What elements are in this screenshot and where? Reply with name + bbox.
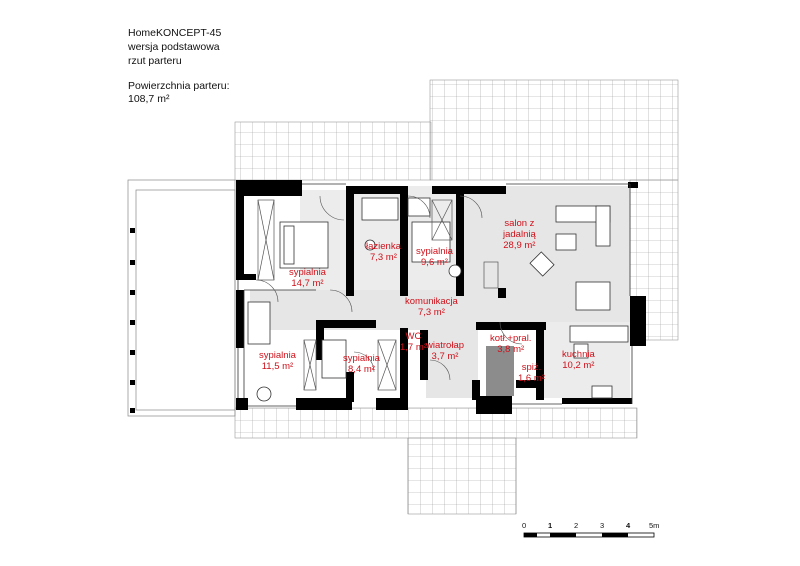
room-name: sypialnia: [289, 267, 326, 278]
room-name: wiatrołap: [426, 340, 465, 351]
scale-tick-4: 4: [626, 521, 631, 530]
plan-subtitle: wersja podstawowa: [128, 41, 220, 53]
room-bedroom-2: sypialnia 9,6 m²: [416, 246, 453, 268]
room-area: 14,7 m²: [291, 278, 324, 289]
room-area: 11,5 m²: [261, 361, 294, 372]
room-area: 1,6 m²: [518, 373, 545, 384]
room-name: sypialnia: [343, 353, 380, 364]
thin-walls: [237, 183, 633, 407]
scale-tick-2: 2: [574, 521, 579, 530]
furniture: [247, 197, 629, 402]
plan-view-label: rzut parteru: [128, 55, 182, 67]
carport-posts: [130, 228, 135, 413]
room-hallway: komunikacja 7,3 m²: [405, 296, 458, 318]
scale-tick-5: 5m: [649, 521, 660, 530]
room-bathroom: łazienka 7,3 m²: [366, 241, 401, 263]
scale-tick-3: 3: [600, 521, 605, 530]
room-area: 3,8 m²: [497, 344, 525, 355]
room-vestibule: wiatrołap 3,7 m²: [426, 340, 464, 362]
room-name: kuchnia: [562, 349, 595, 360]
room-area: 1,7 m²: [400, 342, 427, 353]
room-name: łazienka: [366, 241, 401, 252]
room-living-dining: salon z jadalnią 28,9 m²: [503, 218, 536, 251]
walls: [236, 180, 646, 414]
area-label: Powierzchnia parteru:: [128, 80, 230, 92]
room-area: 7,3 m²: [369, 252, 397, 263]
room-area: 7,3 m²: [417, 307, 445, 318]
room-wc: WC 1,7 m²: [400, 331, 427, 353]
room-name: komunikacja: [405, 296, 458, 307]
room-name: sypialnia: [259, 350, 296, 361]
room-name: spiż.: [521, 362, 542, 373]
plan-title: HomeKONCEPT-45: [128, 27, 222, 39]
area-value: 108,7 m²: [128, 93, 170, 105]
room-name: WC: [405, 331, 422, 342]
room-area: 8,4 m²: [348, 364, 375, 375]
scale-tick-0: 0: [522, 521, 527, 530]
room-name: kotł.+pral.: [490, 333, 532, 344]
room-area: 28,9 m²: [503, 240, 536, 251]
room-area: 9,6 m²: [421, 257, 448, 268]
scale-bar: [523, 532, 655, 538]
room-boiler-laundry: kotł.+pral. 3,8 m²: [490, 333, 531, 355]
room-area: 3,7 m²: [431, 351, 459, 362]
room-bedroom-4: sypialnia 8,4 m²: [343, 353, 380, 375]
room-bedroom-3: sypialnia 11,5 m²: [259, 350, 296, 372]
room-bedroom-1: sypialnia 14,7 m²: [289, 267, 326, 289]
room-name: sypialnia: [416, 246, 453, 257]
room-kitchen: kuchnia 10,2 m²: [562, 349, 595, 371]
room-name: salon z: [504, 218, 535, 229]
carport-outline: [127, 179, 236, 417]
terrace-tiles: [234, 79, 679, 515]
room-area: 10,2 m²: [562, 360, 595, 371]
room-name-line2: jadalnią: [503, 229, 536, 240]
entrance-path: [407, 438, 517, 514]
scale-tick-1: 1: [548, 521, 553, 530]
door-swings: [255, 195, 523, 381]
room-pantry: spiż. 1,6 m²: [518, 362, 545, 384]
closets: [257, 199, 499, 391]
